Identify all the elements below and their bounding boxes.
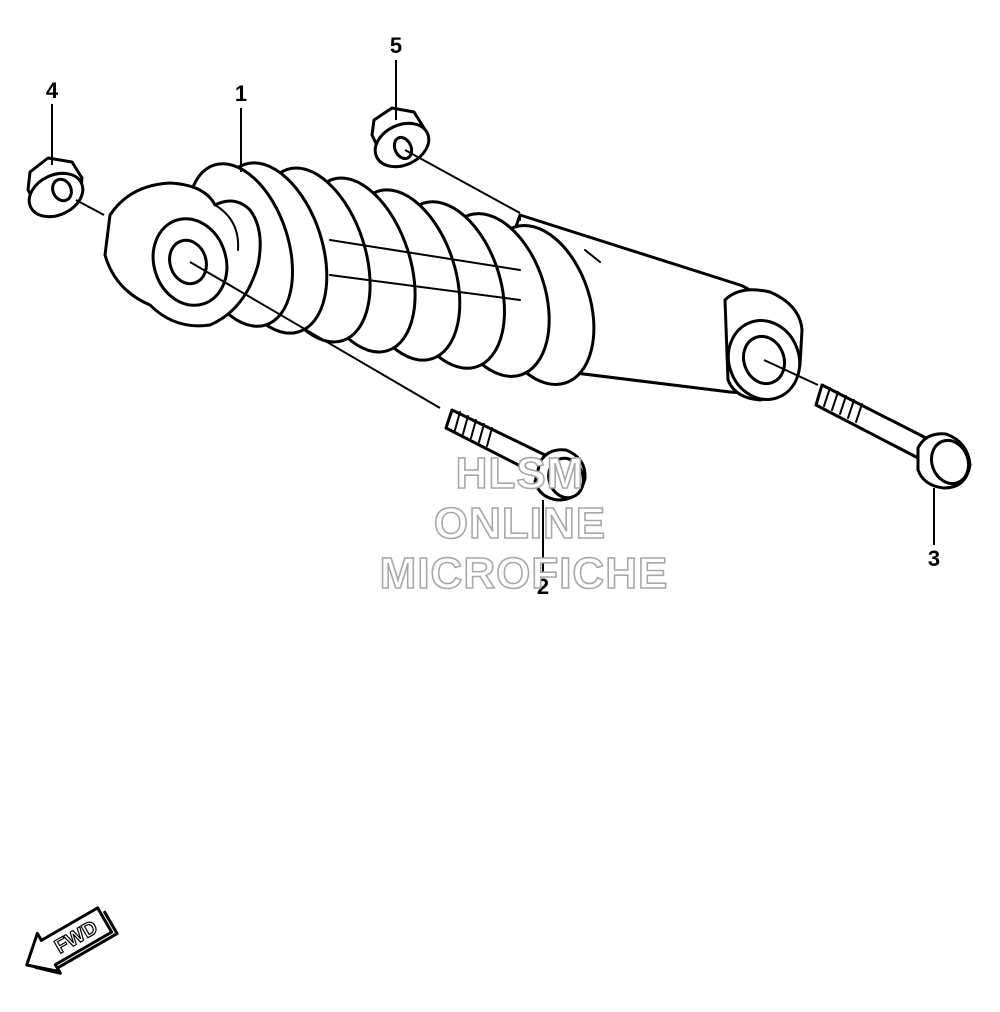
leader-lines <box>51 60 935 572</box>
callout-1: 1 <box>235 81 247 106</box>
callout-5: 5 <box>390 33 402 58</box>
watermark-line-1: HLSM <box>456 449 585 498</box>
bolt-right <box>814 383 972 490</box>
callout-numbers: 1 4 5 3 2 <box>46 33 940 599</box>
watermark-line-3: MICROFICHE <box>380 549 669 598</box>
centerline-nut-top <box>404 149 521 214</box>
callout-3: 3 <box>928 546 940 571</box>
callout-4: 4 <box>46 78 59 103</box>
bolt-lower <box>444 408 587 502</box>
upper-eye-mount <box>103 181 262 328</box>
centerline-nut-left <box>75 199 105 216</box>
watermark-line-2: ONLINE <box>434 499 606 548</box>
callout-2: 2 <box>537 574 549 599</box>
coil-spring <box>185 161 596 387</box>
watermark: HLSM ONLINE MICROFICHE <box>379 448 669 599</box>
flange-nut-top <box>370 106 431 169</box>
flange-nut-left <box>26 156 85 219</box>
centerline-bolt-lower <box>189 261 441 409</box>
fwd-arrow: FWD <box>25 906 119 975</box>
centerline-bolt-right <box>763 359 819 386</box>
